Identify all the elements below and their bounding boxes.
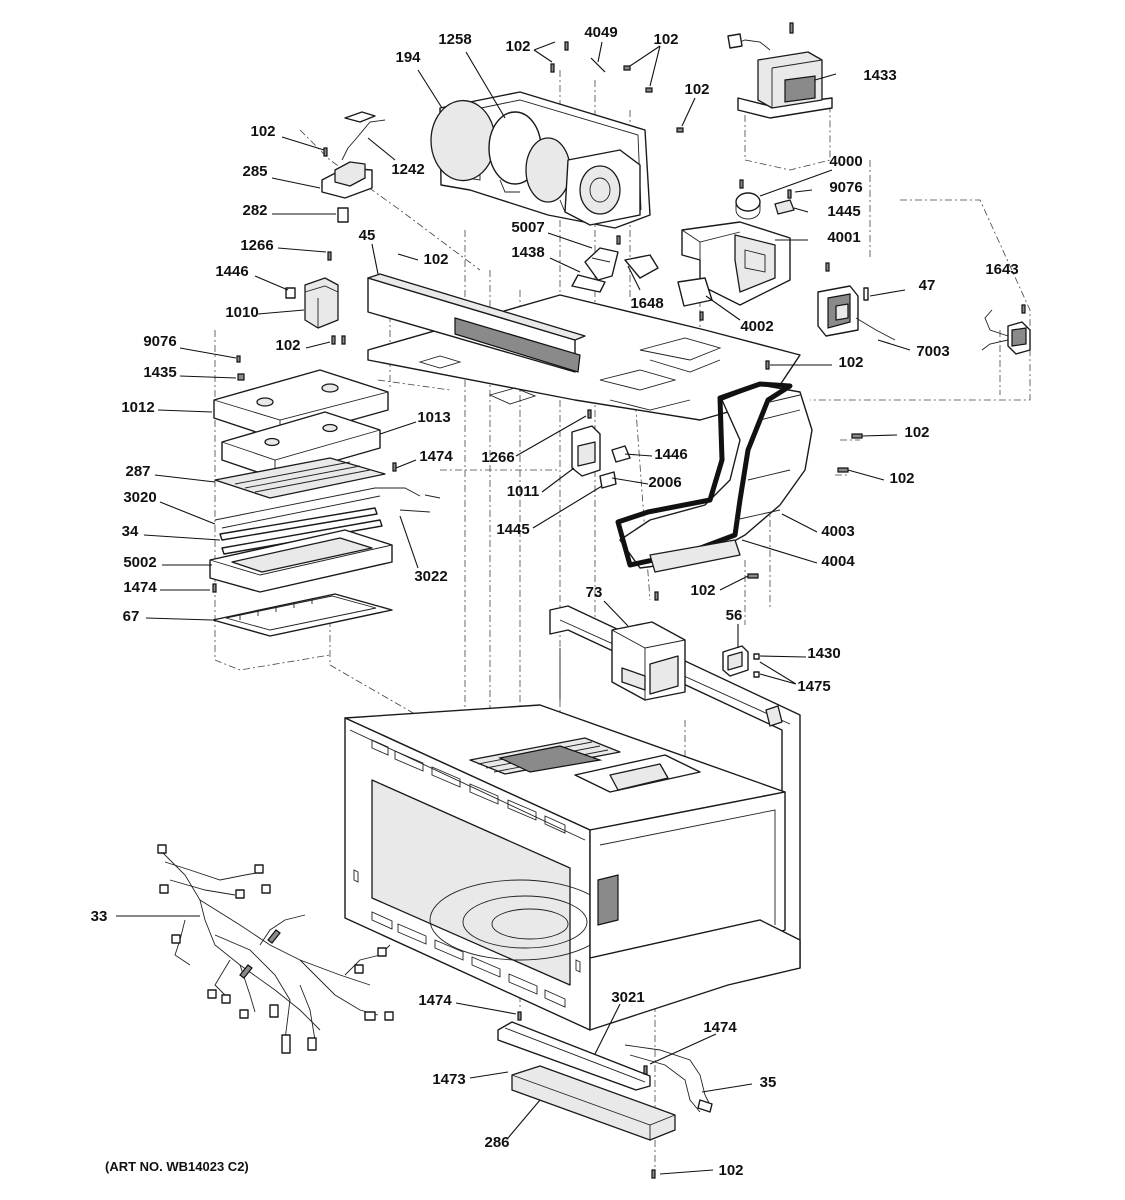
part-callout-34: 34 <box>122 523 139 540</box>
part-callout-102: 102 <box>250 123 275 140</box>
stirrer-motor-4000 <box>735 179 795 220</box>
part-callout-102: 102 <box>684 81 709 98</box>
part-callout-1648: 1648 <box>630 295 663 312</box>
part-callout-1474: 1474 <box>419 448 453 465</box>
part-callout-1242: 1242 <box>391 161 424 178</box>
part-callout-1010: 1010 <box>225 304 258 321</box>
part-callout-4003: 4003 <box>821 523 854 540</box>
part-callout-7003: 7003 <box>916 343 949 360</box>
sensor-1643 <box>981 304 1031 355</box>
cover-286 <box>511 1065 676 1141</box>
part-callout-102: 102 <box>904 424 929 441</box>
part-callout-102: 102 <box>718 1162 743 1179</box>
part-callout-1474: 1474 <box>703 1019 737 1036</box>
part-callout-1445: 1445 <box>496 521 529 538</box>
part-callout-2006: 2006 <box>648 474 681 491</box>
wire-35 <box>624 1044 713 1179</box>
thermal-cutout-285 <box>321 111 386 223</box>
oven-chassis <box>344 605 801 1031</box>
switch-1010 <box>285 251 346 345</box>
bracket-4001 <box>677 221 791 321</box>
part-callout-1012: 1012 <box>121 399 154 416</box>
magnetron-73 <box>611 591 686 701</box>
wire-harness-33 <box>157 844 394 1054</box>
part-callout-67: 67 <box>123 608 140 625</box>
part-callout-102: 102 <box>690 582 715 599</box>
part-callout-56: 56 <box>726 607 743 624</box>
cover-1012 <box>213 355 389 441</box>
part-callout-1430: 1430 <box>807 645 840 662</box>
air-duct-4003 <box>615 381 813 573</box>
part-callout-4049: 4049 <box>584 24 617 41</box>
screws-duct <box>747 360 863 579</box>
part-callout-4004: 4004 <box>821 553 855 570</box>
part-callout-287: 287 <box>125 463 150 480</box>
part-callout-1446: 1446 <box>654 446 687 463</box>
part-callout-285: 285 <box>242 163 267 180</box>
switch-bracket-1011 <box>571 409 631 489</box>
part-callout-1438: 1438 <box>511 244 544 261</box>
part-callout-194: 194 <box>395 49 421 66</box>
part-callout-4002: 4002 <box>740 318 773 335</box>
part-callout-4000: 4000 <box>829 153 862 170</box>
thermal-protector-56 <box>722 645 760 678</box>
part-callout-1475: 1475 <box>797 678 830 695</box>
part-callout-1474: 1474 <box>123 579 157 596</box>
part-callout-9076: 9076 <box>143 333 176 350</box>
part-callout-1643: 1643 <box>985 261 1018 278</box>
part-callout-35: 35 <box>760 1074 777 1091</box>
leader-lines <box>116 41 911 1175</box>
part-callout-102: 102 <box>838 354 863 371</box>
bottom-heater-3021 <box>497 1011 651 1091</box>
part-callout-73: 73 <box>586 584 603 601</box>
part-callout-3021: 3021 <box>611 989 644 1006</box>
part-callout-45: 45 <box>359 227 376 244</box>
part-callout-3022: 3022 <box>414 568 447 585</box>
part-callout-3020: 3020 <box>123 489 156 506</box>
part-callout-1433: 1433 <box>863 67 896 84</box>
part-callout-1011: 1011 <box>507 483 540 500</box>
part-callout-102: 102 <box>423 251 448 268</box>
transformer-1433 <box>727 33 833 119</box>
part-callout-1473: 1473 <box>432 1071 465 1088</box>
part-callout-47: 47 <box>919 277 936 294</box>
part-callout-102: 102 <box>889 470 914 487</box>
part-callout-282: 282 <box>242 202 267 219</box>
part-callout-1266: 1266 <box>481 449 514 466</box>
part-callout-102: 102 <box>653 31 678 48</box>
top-plate-45 <box>367 273 801 421</box>
part-callout-286: 286 <box>484 1134 509 1151</box>
heater-tube-34 <box>219 507 383 555</box>
frame-5002 <box>209 529 393 593</box>
part-callout-9076: 9076 <box>829 179 862 196</box>
duct-5007 <box>571 235 659 293</box>
callout-labels: 1258 102 4049 102 1433 194 102 102 1242 4000 285 90… <box>91 24 1019 1179</box>
part-callout-5002: 5002 <box>123 554 156 571</box>
part-callout-1446: 1446 <box>215 263 248 280</box>
part-callout-102: 102 <box>275 337 300 354</box>
art-number-footer: (ART NO. WB14023 C2) <box>105 1159 249 1174</box>
reflector-287 <box>214 457 397 499</box>
part-callout-1258: 1258 <box>438 31 471 48</box>
heater-3020 <box>214 487 441 529</box>
part-callout-5007: 5007 <box>511 219 544 236</box>
blower-assembly-194 <box>430 91 651 229</box>
part-callout-33: 33 <box>91 908 108 925</box>
part-callout-1013: 1013 <box>417 409 450 426</box>
triac-47 <box>817 262 896 341</box>
part-callout-4001: 4001 <box>827 229 860 246</box>
part-callout-1266: 1266 <box>240 237 273 254</box>
window-67 <box>212 593 393 637</box>
screws-top <box>550 22 794 133</box>
part-callout-1474: 1474 <box>418 992 452 1009</box>
part-callout-1445: 1445 <box>827 203 860 220</box>
part-callout-102: 102 <box>505 38 530 55</box>
part-callout-1435: 1435 <box>143 364 176 381</box>
